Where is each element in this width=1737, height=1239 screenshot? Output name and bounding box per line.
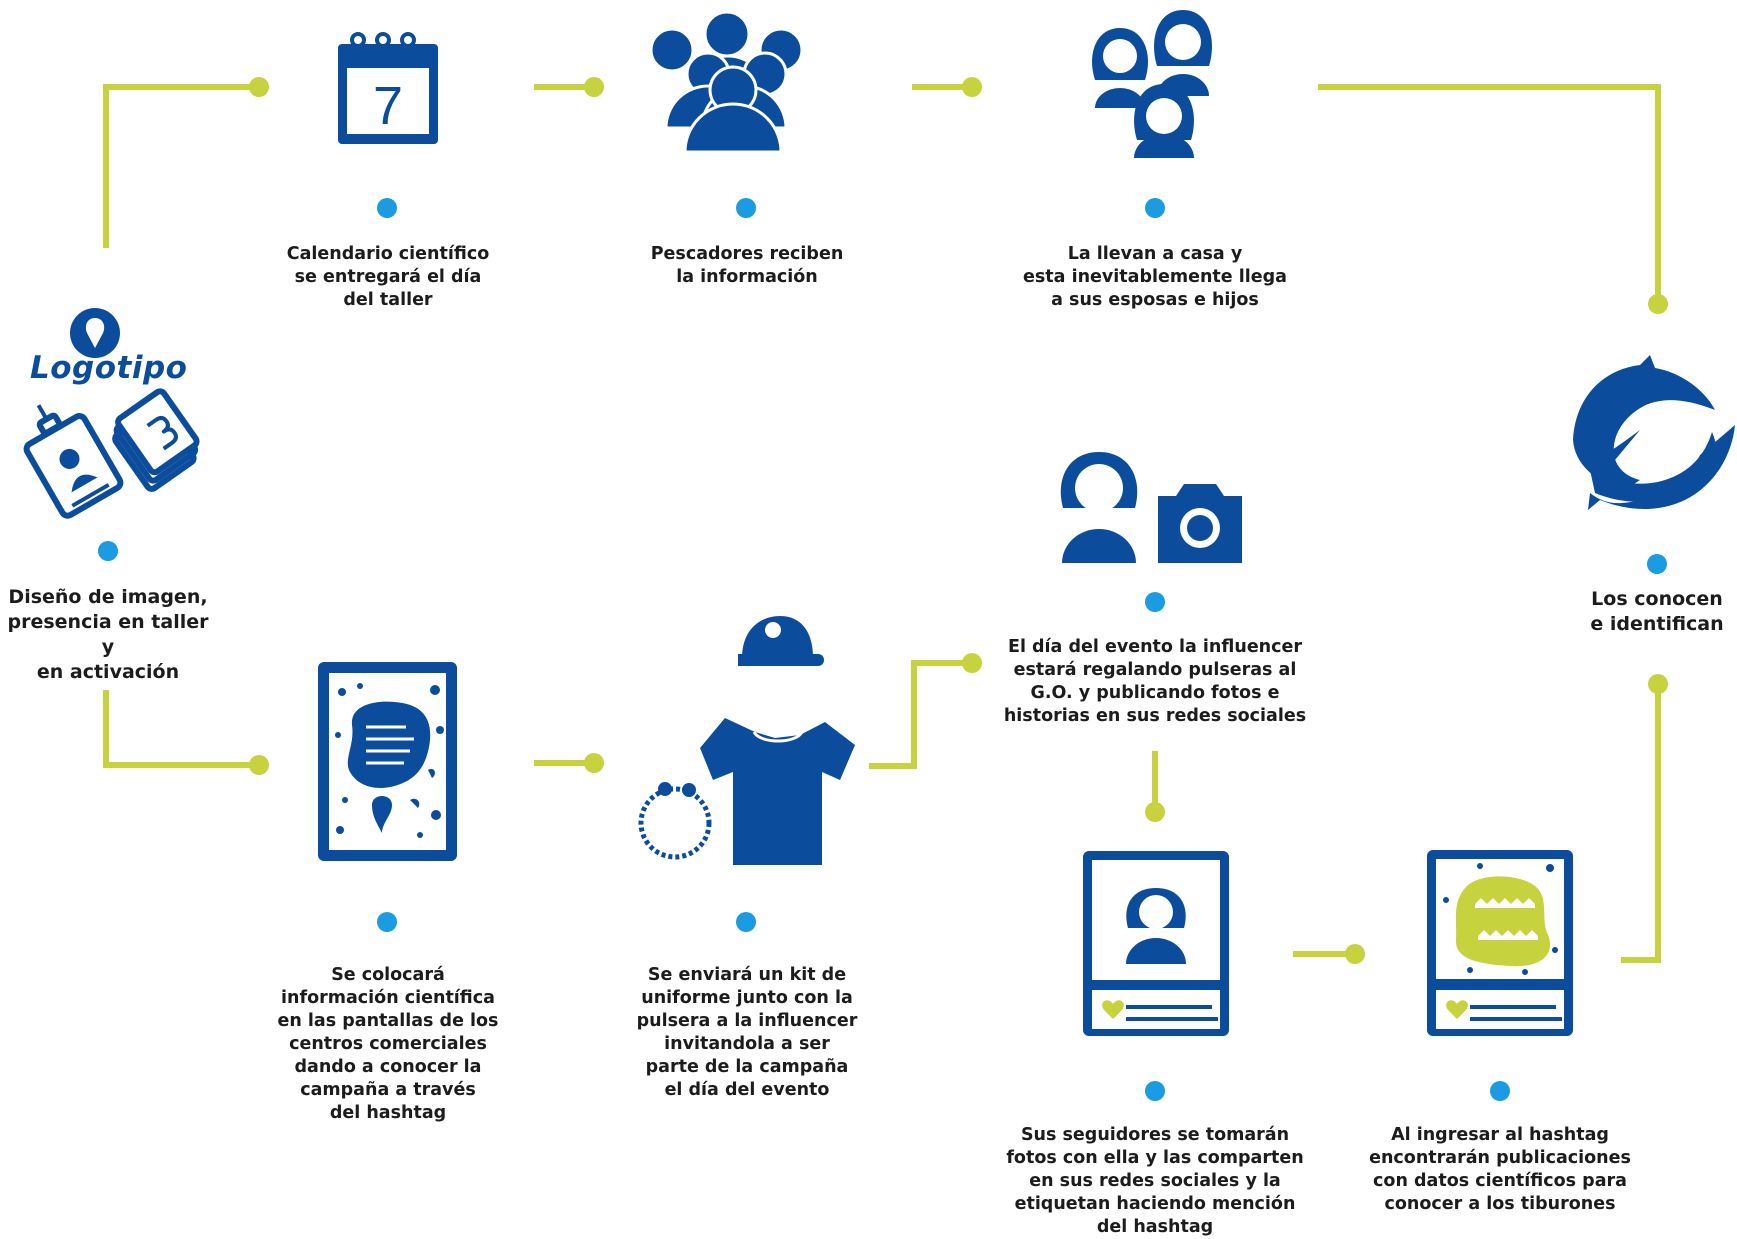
step-dot-kit [736, 912, 756, 932]
step-label-screens: Se colocará información científica en la… [277, 965, 499, 1123]
step-dot-screens [377, 912, 397, 932]
logo-text: Logotipo [30, 350, 188, 386]
social-post-shark-info-icon [1427, 850, 1573, 1036]
screen-poster-icon [318, 662, 457, 861]
women-group-icon [1092, 10, 1212, 158]
connector-hashtag-to-sharks [1621, 684, 1661, 963]
connector-dot [584, 77, 604, 97]
calendar-icon: 7 [338, 32, 438, 144]
connector-design-to-calendar [103, 84, 259, 248]
influencer-camera-icon [1060, 452, 1242, 563]
uniform-kit-icon [638, 616, 855, 865]
step-dot-followers [1145, 1081, 1165, 1101]
step-label-fishermen: Pescadores reciben la información [650, 244, 844, 287]
step-dot-hashtag [1490, 1081, 1510, 1101]
step-dot-recognize [1647, 554, 1667, 574]
connector-kit-to-event [869, 660, 972, 769]
connector-home-to-sharks [1318, 84, 1661, 304]
step-label-kit: Se enviará un kit de uniforme junto con … [636, 965, 858, 1100]
connector-dot [1648, 294, 1668, 314]
connector-design-to-screens [103, 690, 259, 768]
step-label-calendar: Calendario científico se entregará el dí… [286, 244, 490, 310]
sharks-icon [1573, 355, 1735, 510]
connector-dot [249, 755, 269, 775]
social-post-profile-icon [1083, 851, 1229, 1036]
connector-dot [249, 77, 269, 97]
logo-pin-icon [70, 308, 120, 358]
connector-dot [1345, 944, 1365, 964]
step-label-design: Diseño de imagen, presencia en taller y … [7, 586, 209, 683]
step-dot-design [98, 541, 118, 561]
step-dot-fishermen [736, 198, 756, 218]
connectors [103, 84, 1661, 963]
connector-dot [962, 77, 982, 97]
calendar-day-number: 7 [373, 76, 403, 136]
step-label-event: El día del evento la influencer estará r… [1003, 637, 1307, 726]
connector-dot [962, 653, 982, 673]
step-label-hashtag: Al ingresar al hashtag encontrarán publi… [1369, 1125, 1631, 1214]
connector-end-dots [249, 77, 1668, 964]
step-label-followers: Sus seguidores se tomarán fotos con ella… [1006, 1125, 1304, 1237]
group-of-people-icon [649, 10, 804, 154]
step-dot-home [1145, 198, 1165, 218]
step-dots [98, 198, 1667, 1101]
step-dot-event [1145, 592, 1165, 612]
id-badge-and-cards-icon [23, 388, 200, 519]
connector-dot [1648, 674, 1668, 694]
step-label-recognize: Los conocen e identifican [1590, 588, 1724, 635]
step-label-home: La llevan a casa y esta inevitablemente … [1023, 244, 1287, 310]
connector-dot [584, 753, 604, 773]
connector-dot [1145, 802, 1165, 822]
step-dot-calendar [377, 198, 397, 218]
